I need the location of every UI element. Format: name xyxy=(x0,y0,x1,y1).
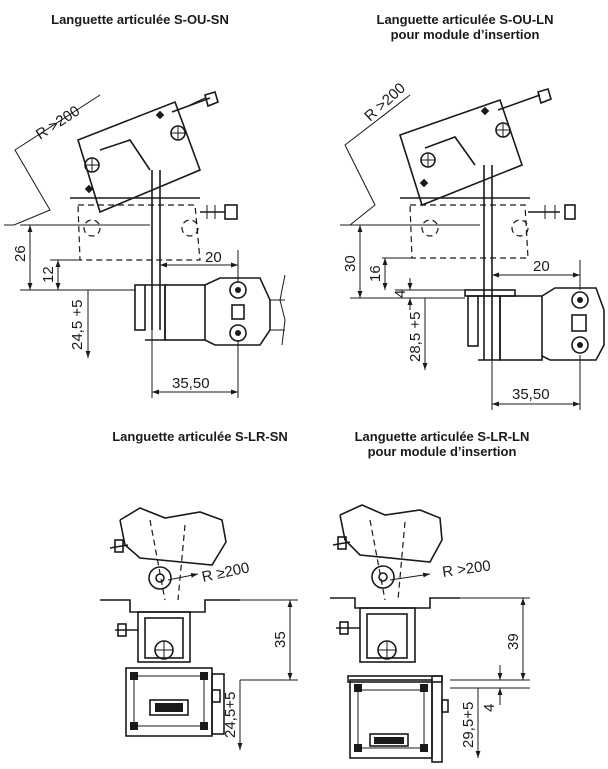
title-s-lr-sn: Languette articulée S-LR-SN xyxy=(112,429,288,444)
dim-28-5: 28,5 +5 xyxy=(407,312,424,362)
title-s-lr-ln-line1: Languette articulée S-LR-LN xyxy=(354,429,530,444)
drawing-s-lr-sn: R ≥200 35 24,5+5 xyxy=(100,507,298,750)
dim-radius: R >200 xyxy=(441,557,492,581)
tongue-open-position xyxy=(399,88,552,207)
dim-radius: R >200 xyxy=(361,80,409,125)
dim-4: 4 xyxy=(481,704,498,712)
radius-leader xyxy=(344,94,411,226)
tongue-open-position xyxy=(77,91,219,214)
title-s-ou-ln-line1: Languette articulée S-OU-LN xyxy=(376,12,554,27)
switch-body-lr-sn xyxy=(125,667,225,737)
switch-body-sou-sn xyxy=(134,274,286,346)
tongue-open-position xyxy=(109,507,227,601)
dim-16: 16 xyxy=(367,265,384,282)
dim-35-50: 35,50 xyxy=(512,386,550,403)
switch-body-sou-ln xyxy=(464,287,605,361)
radius-leader xyxy=(13,94,101,226)
mount-plate xyxy=(100,599,240,613)
dim-20: 20 xyxy=(533,258,550,275)
drawing-s-ou-ln: R >200 xyxy=(340,80,605,410)
mount-plate xyxy=(330,597,460,609)
dim-radius: R >200 xyxy=(33,103,83,144)
dim-12: 12 xyxy=(40,266,57,283)
dim-24-5: 24,5 +5 xyxy=(69,300,86,350)
dim-24-5: 24,5+5 xyxy=(222,692,239,738)
tongue-closed-position xyxy=(70,197,238,261)
switch-head-lr-sn xyxy=(115,611,191,663)
dim-35: 35 xyxy=(272,631,289,648)
drawing-s-ou-sn: R >200 xyxy=(4,91,286,398)
switch-body-lr-ln xyxy=(347,675,449,763)
dim-29-5: 29,5+5 xyxy=(460,702,477,748)
dim-4: 4 xyxy=(392,290,409,298)
switch-head-lr-ln xyxy=(336,607,416,663)
title-s-lr-ln: Languette articulée S-LR-LN pour module … xyxy=(312,429,572,459)
dim-35-50: 35,50 xyxy=(172,375,210,392)
tongue-open-position xyxy=(332,504,443,601)
tongue-closed-position xyxy=(400,197,576,259)
title-s-ou-sn: Languette articulée S-OU-SN xyxy=(51,12,229,27)
title-s-ou-ln-line2: pour module d’insertion xyxy=(390,27,540,42)
title-s-ou-ln: Languette articulée S-OU-LN pour module … xyxy=(340,12,590,42)
dim-radius: R ≥200 xyxy=(200,559,251,586)
dim-39: 39 xyxy=(505,633,522,650)
dim-30: 30 xyxy=(342,255,359,272)
drawing-s-lr-ln: R >200 39 4 29,5+5 xyxy=(330,504,530,763)
dim-26: 26 xyxy=(12,245,29,262)
title-s-lr-ln-line2: pour module d’insertion xyxy=(367,444,517,459)
dim-20: 20 xyxy=(205,249,222,266)
